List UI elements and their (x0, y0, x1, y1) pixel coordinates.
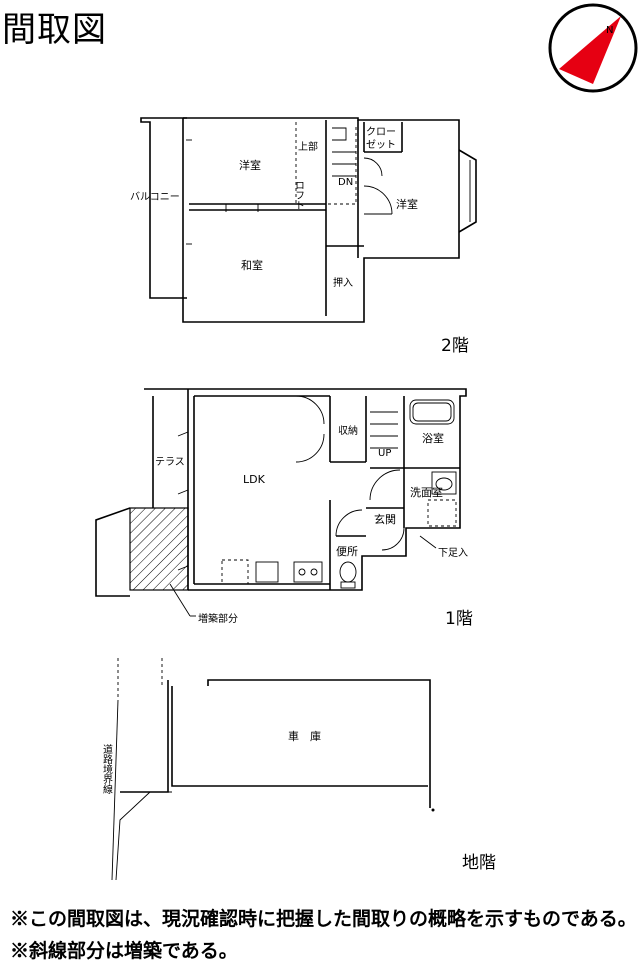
room-japanese: 和室 (241, 258, 263, 272)
basement-plan: 車 庫 道路境界線 地階 (101, 658, 496, 881)
note-line-2: ※斜線部分は増築である。 (10, 940, 238, 962)
floor-2-plan: 洋室 上部 ロフト DN クロー ゼット 洋室 バルコニー 和室 押入 2階 (130, 117, 477, 356)
room-bath: 浴室 (422, 431, 444, 445)
stairs-down-label: DN (338, 177, 353, 188)
room-loft-label-2: ロフト (293, 180, 304, 210)
floor-1-plan: 収納 UP 浴室 テラス LDK 洗面室 玄関 便所 下足入 増築部分 1階 (95, 388, 473, 629)
room-closet-label-2: ゼット (366, 139, 396, 151)
floor-2-label: 2階 (441, 336, 469, 356)
room-closet-label-1: クロー (366, 126, 396, 138)
room-storage: 収納 (338, 424, 358, 437)
road-boundary-label: 道路境界線 (101, 743, 113, 794)
room-balcony: バルコニー (130, 191, 180, 203)
room-ldk: LDK (243, 473, 266, 486)
room-washroom: 洗面室 (410, 485, 443, 499)
extension-label: 増築部分 (198, 612, 238, 625)
floor-1-label: 1階 (445, 609, 473, 629)
page-title: 間取図 (2, 10, 107, 50)
room-western-b: 洋室 (396, 197, 418, 211)
room-terrace: テラス (155, 456, 185, 468)
room-western-a: 洋室 (239, 158, 261, 172)
compass-icon: N (548, 3, 638, 93)
compass-north-label: N (606, 25, 613, 36)
basement-label: 地階 (462, 853, 496, 873)
shoe-storage-label: 下足入 (438, 547, 468, 559)
note-line-1: ※この間取図は、現況確認時に把握した間取りの概略を示すものである。 (10, 908, 637, 930)
room-toilet: 便所 (336, 545, 358, 558)
stairs-up-label: UP (378, 448, 391, 459)
room-oshiire: 押入 (333, 276, 353, 289)
room-entrance: 玄関 (374, 512, 396, 526)
room-loft-label-1: 上部 (298, 140, 318, 153)
room-garage: 車 庫 (288, 729, 321, 743)
